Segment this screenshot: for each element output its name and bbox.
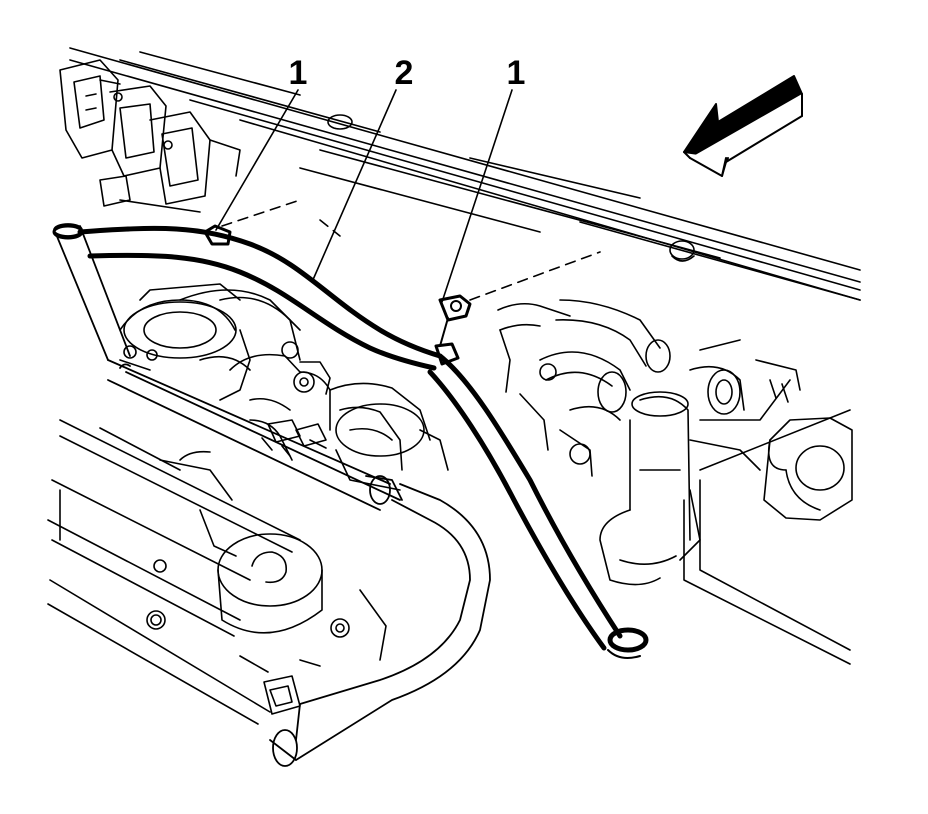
leader-line-1-left [215,89,299,231]
valve-cover [47,419,387,725]
callout-label-1-right: 1 [507,54,526,92]
connector-cluster [59,59,241,213]
callout-label-1-left: 1 [289,54,308,92]
main-hose [52,224,649,659]
leader-line-2 [311,89,397,283]
tube-frame [53,223,491,767]
right-valve-cover [683,409,853,665]
engine-cover [69,47,861,301]
engine-body [119,283,449,491]
front-direction-arrow-icon [683,75,803,177]
hose-clips [203,224,472,366]
right-engine-parts [497,299,801,586]
leader-line-1-right [441,89,513,303]
callout-label-2: 2 [395,54,414,92]
hidden-lines [221,199,601,301]
leader-lines [215,89,513,303]
